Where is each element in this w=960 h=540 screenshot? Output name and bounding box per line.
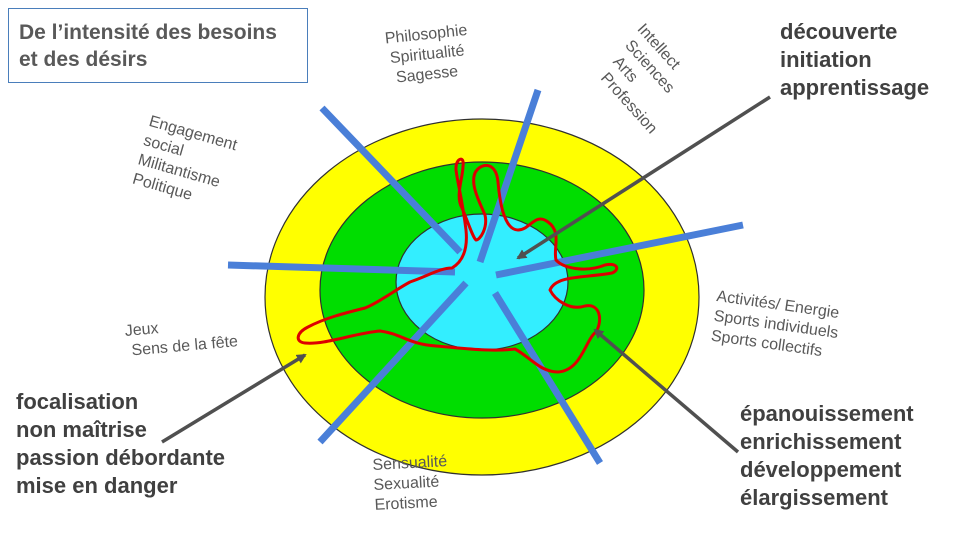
title-box: De l’intensité des besoins et des désirs bbox=[8, 8, 308, 83]
arrow-decouverte bbox=[516, 95, 771, 260]
spokes bbox=[227, 88, 744, 465]
callout-arrows bbox=[161, 95, 771, 454]
sector-philosophie: Philosophie Spiritualité Sagesse bbox=[384, 21, 469, 87]
spoke-engagement bbox=[319, 105, 463, 255]
callout-decouverte: découverte initiation apprentissage bbox=[780, 19, 930, 100]
spoke-activites bbox=[495, 221, 744, 279]
title-line-1: De l’intensité des besoins bbox=[19, 21, 277, 44]
spoke-sensualite bbox=[317, 280, 469, 445]
callout-focalisation: focalisation non maîtrise passion débord… bbox=[16, 389, 226, 498]
callout-epanouissement: épanouissement enrichissement développem… bbox=[740, 401, 914, 510]
arrow-epanouissement bbox=[593, 328, 740, 454]
title-line-2: et des désirs bbox=[19, 48, 148, 71]
spoke-philosophie-intellect bbox=[476, 88, 542, 264]
spoke-jeux bbox=[227, 261, 456, 276]
arrow-focalisation bbox=[161, 353, 307, 444]
sector-sensualite: Sensualité Sexualité Erotisme bbox=[372, 453, 448, 514]
spoke-epanouissement bbox=[492, 291, 603, 465]
desire-curve bbox=[296, 157, 619, 374]
